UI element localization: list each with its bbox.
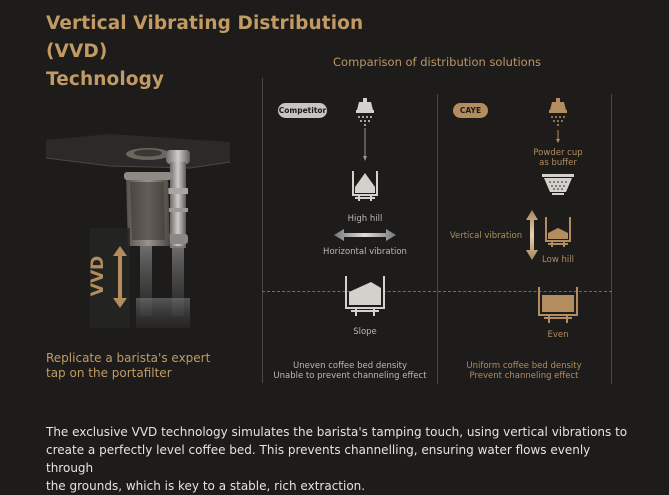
title-line-2: Technology — [46, 69, 165, 90]
even-label: Even — [547, 330, 569, 340]
high-hill-label: High hill — [347, 214, 383, 224]
comparison-title: Comparison of distribution solutions — [333, 55, 541, 69]
description-paragraph: The exclusive VVD technology simulates t… — [46, 423, 636, 495]
down-arrow-icon — [556, 130, 560, 143]
description-line-3: the grounds, which is key to a stable, r… — [46, 479, 366, 493]
divider-left — [262, 78, 263, 383]
even-bed-icon — [538, 287, 578, 323]
low-hill-icon — [545, 217, 571, 247]
title-line-1: Vertical Vibrating Distribution (VVD) — [46, 13, 364, 62]
competitor-note-line-1: Uneven coffee bed density — [293, 361, 407, 371]
powder-cup-label: Powder cup as buffer — [518, 148, 598, 168]
powder-cup-line-1: Powder cup — [533, 148, 583, 158]
left-caption-line-1: Replicate a barista's expert — [46, 351, 211, 365]
left-caption-line-2: tap on the portafilter — [46, 366, 172, 380]
dispenser-icon — [356, 98, 374, 126]
high-hill-icon — [352, 171, 378, 201]
competitor-note-line-2: Unable to prevent channeling effect — [273, 371, 427, 381]
down-arrow-icon — [363, 128, 367, 161]
slope-label: Slope — [353, 327, 377, 337]
left-caption: Replicate a barista's expert tap on the … — [46, 351, 246, 381]
powder-cup-icon — [542, 174, 574, 195]
caye-note-line-2: Prevent channeling effect — [469, 371, 579, 381]
dispenser-icon — [549, 98, 567, 126]
competitor-note: Uneven coffee bed density Unable to prev… — [262, 361, 438, 381]
page-title: Vertical Vibrating Distribution (VVD) Te… — [46, 10, 406, 94]
vertical-double-arrow-icon — [113, 246, 127, 308]
horizontal-double-arrow-icon — [334, 229, 396, 241]
caye-badge: CAYE — [453, 103, 488, 118]
caye-note: Uniform coffee bed density Prevent chann… — [437, 361, 611, 381]
slope-icon — [345, 276, 385, 316]
powder-cup-line-2: as buffer — [539, 158, 577, 168]
low-hill-label: Low hill — [542, 255, 574, 265]
divider-middle — [437, 94, 438, 384]
horizontal-vibration-label: Horizontal vibration — [323, 247, 407, 257]
grinder-illustration — [45, 134, 231, 328]
level-dashed-line — [262, 291, 612, 292]
description-line-1: The exclusive VVD technology simulates t… — [46, 425, 628, 439]
caye-note-line-1: Uniform coffee bed density — [466, 361, 582, 371]
vertical-vibration-label: Vertical vibration — [449, 231, 523, 241]
description-line-2: create a perfectly level coffee bed. Thi… — [46, 443, 591, 475]
competitor-badge: Competitor — [278, 103, 327, 118]
divider-right — [611, 94, 612, 384]
vertical-double-arrow-icon — [526, 210, 538, 260]
